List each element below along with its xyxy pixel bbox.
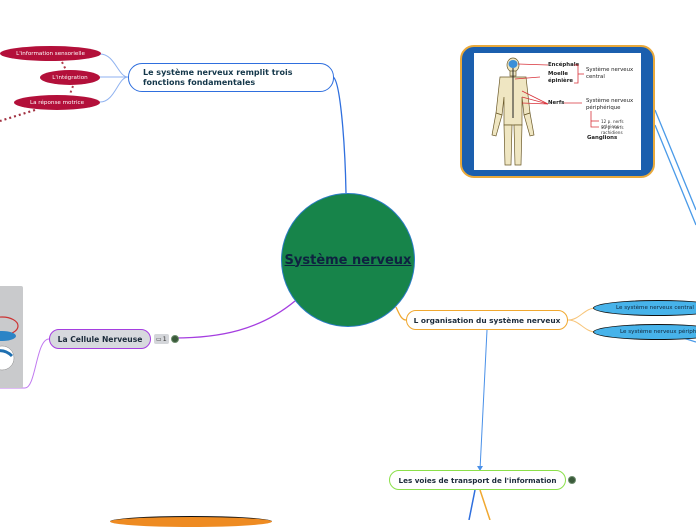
partial-bottom-node[interactable] (110, 516, 272, 527)
diagram-brackets (564, 64, 599, 128)
globe-icon[interactable] (171, 335, 179, 343)
topic-fonctions-label: Le système nerveux remplit trois fonctio… (143, 67, 293, 87)
label-craniens: 12 p. nerfs crâniens (601, 119, 624, 129)
subtopic-label: L'intégration (52, 74, 88, 81)
comment-icon: ▭ (156, 335, 162, 343)
topic-fonctions[interactable]: Le système nerveux remplit trois fonctio… (128, 63, 334, 92)
cell-illustration (0, 316, 19, 371)
label-encephale: Encéphale (548, 62, 580, 68)
topic-cellule-label: La Cellule Nerveuse (57, 334, 143, 344)
subtopic-information-sensorielle[interactable]: L'information sensorielle (0, 46, 101, 61)
subtopic-label: La réponse motrice (29, 99, 85, 106)
label-rachidiens: 31 p. nerfs rachidiens (601, 125, 624, 135)
topic-voies-label: Les voies de transport de l'information (398, 475, 557, 485)
image-content: Encéphale Moelle épinière Nerfs Système … (474, 53, 641, 170)
subtopic-label: L'information sensorielle (16, 50, 85, 57)
central-topic[interactable]: Système nerveux (281, 193, 415, 327)
nervous-system-image[interactable]: Encéphale Moelle épinière Nerfs Système … (460, 45, 655, 178)
subtopic-snc[interactable]: Le système nerveux central (593, 300, 696, 316)
topic-cellule-nerveuse[interactable]: La Cellule Nerveuse (49, 329, 151, 349)
comment-count: 1 (162, 335, 167, 343)
subtopic-integration[interactable]: L'intégration (40, 70, 100, 85)
label-snc: Système nerveux central (586, 67, 634, 80)
topic-organisation[interactable]: L organisation du système nerveux (406, 310, 568, 330)
comment-badge[interactable]: ▭ 1 (154, 334, 169, 344)
label-nerfs: Nerfs (548, 100, 565, 106)
globe-icon[interactable] (568, 476, 576, 484)
topic-organisation-label: L organisation du système nerveux (413, 315, 561, 325)
label-moelle: Moelle épinière (548, 71, 574, 84)
subtopic-label: Le système nerveux périphérique (620, 329, 696, 335)
central-topic-label: Système nerveux (284, 252, 412, 268)
subtopic-label: Le système nerveux central (616, 305, 694, 311)
label-snp: Système nerveux périphérique (586, 98, 634, 111)
subtopic-snp[interactable]: Le système nerveux périphérique (593, 324, 696, 340)
topic-voies-transport[interactable]: Les voies de transport de l'information (389, 470, 566, 490)
human-body-figure (491, 57, 548, 166)
cell-image[interactable] (0, 286, 23, 388)
subtopic-reponse-motrice[interactable]: La réponse motrice (14, 95, 100, 110)
label-ganglions: Ganglions (587, 135, 618, 141)
